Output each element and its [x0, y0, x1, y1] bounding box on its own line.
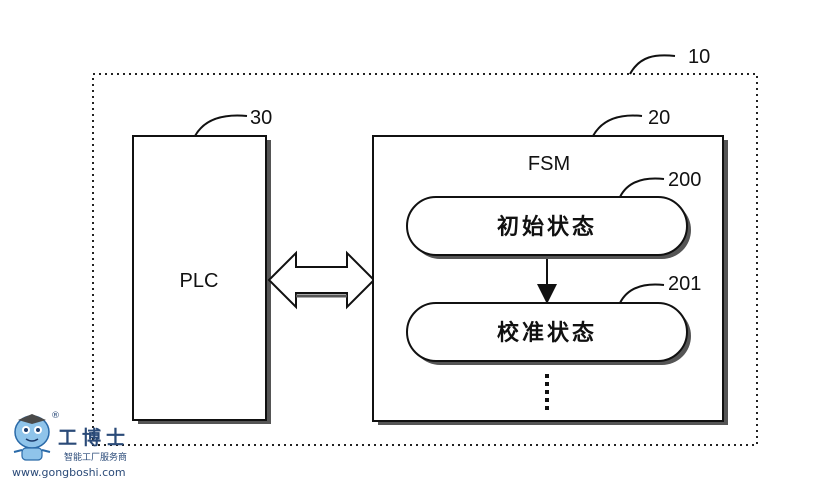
continuation-dots [545, 374, 549, 410]
mascot-icon [13, 414, 51, 461]
system-leader-line [629, 54, 676, 75]
system-boundary [92, 73, 758, 446]
plc-ref-label: 30 [250, 107, 272, 129]
state-calibration-leader-line [619, 283, 665, 304]
watermark-logo: ® 工博士 智能工厂服务商 www.gongboshi.com [12, 411, 130, 479]
fsm-leader-line [592, 114, 643, 137]
state-calibration [406, 302, 688, 362]
fsm-ref-label: 20 [648, 107, 670, 129]
bidirectional-arrow-icon [267, 250, 376, 310]
plc-block [132, 135, 267, 421]
state-initial-leader-line [619, 177, 665, 198]
state-initial-label: 初始状态 [497, 214, 597, 240]
watermark-url: www.gongboshi.com [12, 466, 126, 479]
plc-leader-line [194, 114, 248, 137]
watermark-tagline: 智能工厂服务商 [64, 451, 127, 463]
plc-label: PLC [180, 270, 219, 292]
state-calibration-ref-label: 201 [668, 273, 701, 295]
watermark-brand: 工博士 [58, 426, 130, 449]
fsm-label: FSM [528, 153, 570, 175]
registered-mark: ® [51, 411, 60, 421]
system-ref-label: 10 [688, 46, 710, 68]
state-initial-ref-label: 200 [668, 169, 701, 191]
state-initial [406, 196, 688, 256]
state-calibration-label: 校准状态 [497, 320, 597, 346]
